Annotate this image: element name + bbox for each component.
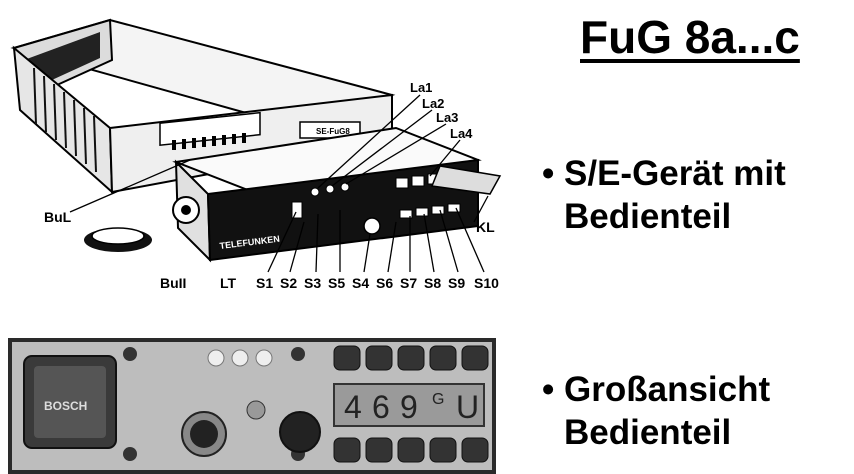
label-bu2: BuII — [160, 275, 186, 291]
radio-set-drawing: SE-FuG8 TELEFUNKEN La1 — [10, 18, 502, 291]
label-s3: S3 — [304, 275, 321, 291]
button-row-bottom[interactable] — [333, 437, 489, 463]
label-s6: S6 — [376, 275, 393, 291]
lamp-3 — [255, 349, 273, 367]
bullet-text-line2: Bedienteil — [564, 413, 732, 452]
leader-lines — [69, 94, 489, 273]
control-unit-front — [206, 158, 479, 262]
label-la2: La2 — [422, 96, 444, 111]
lamp-2 — [231, 349, 249, 367]
bullet-se-geraet: • S/E-Gerät mit Bedienteil — [542, 152, 786, 238]
display-letter-u: U — [456, 389, 479, 425]
volume-knob — [363, 217, 381, 235]
bullet-text-line1: Großansicht — [564, 370, 771, 409]
bullet-symbol: • — [542, 154, 555, 193]
display-digit-2: 6 — [372, 389, 390, 425]
lamp-1 — [207, 349, 225, 367]
label-lt: LT — [220, 275, 237, 291]
label-s1: S1 — [256, 275, 273, 291]
connector-pins — [172, 133, 246, 150]
lid-kl — [430, 165, 502, 195]
label-la1: La1 — [410, 80, 432, 95]
name-plate-text: SE-FuG8 — [316, 127, 350, 136]
bosch-brand: BOSCH — [44, 399, 87, 413]
label-s2: S2 — [280, 275, 297, 291]
bullet-text-line2: Bedienteil — [564, 197, 732, 236]
control-panel-photo: BOSCH 4 6 9 G U — [8, 338, 496, 474]
connector-cap-rim — [91, 227, 145, 245]
display-digit-3: 9 — [400, 389, 418, 425]
round-connector-center — [181, 205, 191, 215]
label-bul: BuL — [44, 209, 72, 225]
knob-left[interactable] — [190, 420, 218, 448]
label-s4: S4 — [352, 275, 369, 291]
side-fins — [33, 67, 97, 173]
label-s9: S9 — [448, 275, 465, 291]
screw-bottom-left — [123, 447, 137, 461]
bullet-text-line1: S/E-Gerät mit — [564, 154, 786, 193]
frequency-display — [333, 383, 485, 427]
display-letter-g: G — [432, 391, 444, 408]
small-knob[interactable] — [246, 400, 266, 420]
label-s5: S5 — [328, 275, 345, 291]
toggle-switch — [291, 201, 303, 219]
page-title: FuG 8a...c — [580, 11, 800, 63]
bullet-symbol: • — [542, 370, 555, 409]
button-row-top[interactable] — [333, 345, 489, 371]
label-s10: S10 — [474, 275, 499, 291]
label-s8: S8 — [424, 275, 441, 291]
label-la3: La3 — [436, 110, 458, 125]
display-digit-1: 4 — [344, 389, 362, 425]
screw-top-left — [123, 347, 137, 361]
label-kl: KL — [476, 219, 495, 235]
screw-top-right — [291, 347, 305, 361]
bullet-grossansicht: • Großansicht Bedienteil — [542, 368, 770, 454]
bosch-badge-inner — [34, 366, 106, 438]
knob-right[interactable] — [279, 411, 321, 453]
label-s7: S7 — [400, 275, 417, 291]
label-la4: La4 — [450, 126, 473, 141]
